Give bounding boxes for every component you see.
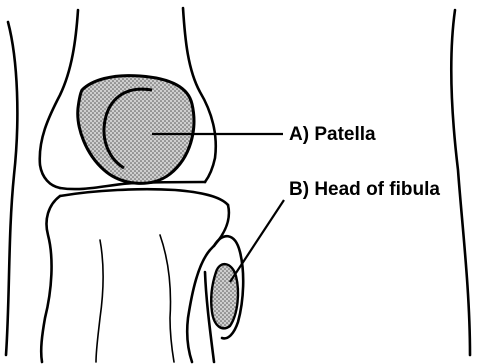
tibia-inner-line bbox=[96, 240, 103, 362]
label-head-of-fibula: B) Head of fibula bbox=[289, 179, 440, 200]
tibia-left-contour bbox=[41, 196, 60, 362]
tibia-tuberosity-line bbox=[160, 235, 174, 362]
patella bbox=[78, 76, 194, 184]
tibia-plateau bbox=[60, 189, 228, 205]
fibula-leader-line bbox=[230, 200, 284, 282]
label-patella: A) Patella bbox=[289, 124, 376, 145]
fibula-head bbox=[211, 264, 238, 328]
femur-left-contour bbox=[40, 10, 78, 188]
leg-outline-left bbox=[6, 22, 17, 355]
leg-outline-right bbox=[451, 10, 470, 355]
